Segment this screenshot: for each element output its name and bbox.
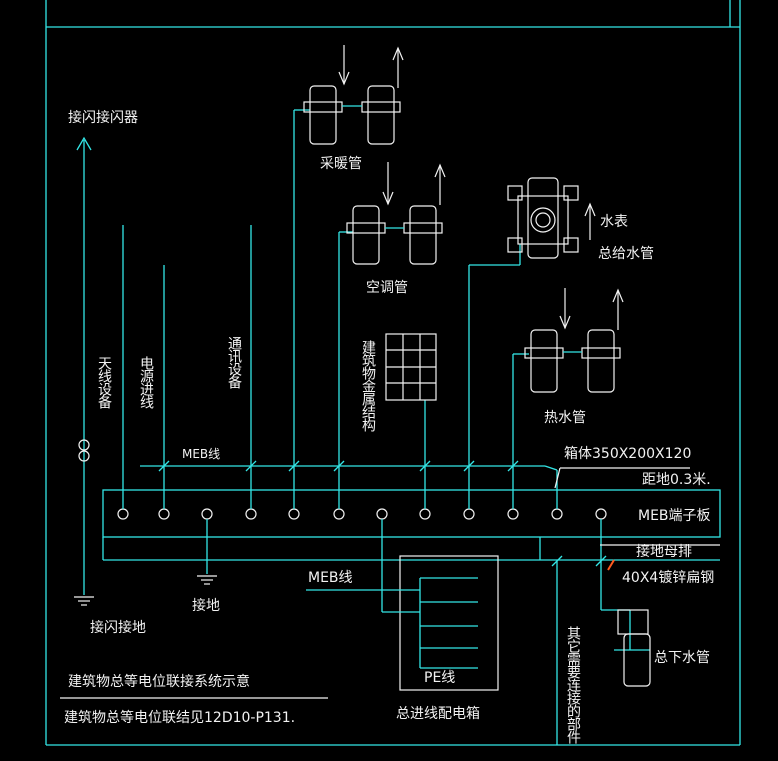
water-meter-label: 水表 [600,214,628,230]
antenna-equipment-label: 天线设备 [96,356,112,408]
ground-label: 接地 [192,598,220,614]
diagram-title: 建筑物总等电位联接系统示意 [68,674,250,690]
ac-pipe-label: 空调管 [366,280,408,296]
water-meter [469,177,596,266]
main-water-pipe-label: 总给水管 [598,246,654,262]
meb-line-lower-label: MEB线 [308,570,353,586]
ac-pipes [338,162,446,509]
meb-terminal-box [102,489,721,561]
ground-busbar-label: 接地母排 [636,544,692,560]
box-size-label: 箱体350X200X120 [564,446,692,462]
comm-equipment-label: 通讯设备 [226,336,242,388]
terminal-studs [117,508,607,520]
reference-note: 建筑物总等电位联结见12D10-P131. [64,710,296,726]
distribution-box [306,519,499,691]
lightning-line [74,136,94,606]
lightning-receptor-label: 接闪接闪器 [68,110,138,126]
building-metal-grid [385,333,437,401]
other-parts-label: 其它需要连接的部件 [565,626,581,743]
lightning-ground-label: 接闪接地 [90,620,146,636]
heating-pipe-label: 采暖管 [320,156,362,172]
height-label: 距地0.3米. [642,472,711,488]
meb-line-top [140,460,545,472]
power-incoming-label: 电源进线 [138,356,154,408]
leader-lines [554,467,690,489]
distribution-box-label: 总进线配电箱 [396,706,480,722]
pe-line-label: PE线 [424,670,456,686]
flat-steel-label: 40X4镀锌扁钢 [622,570,715,586]
sewer-pipe-label: 总下水管 [654,650,710,666]
right-connections [539,519,720,745]
meb-terminal-board-label: MEB端子板 [638,508,711,524]
equipment-drops [122,225,558,509]
ground-symbol [197,519,217,585]
hot-water-pipe-label: 热水管 [544,410,586,426]
hot-water-pipes [512,288,624,440]
building-metal-label: 建筑物金属结构 [360,340,376,431]
heating-pipes [293,45,404,509]
drawing-frame [45,0,741,746]
meb-line-top-label: MEB线 [182,447,221,461]
